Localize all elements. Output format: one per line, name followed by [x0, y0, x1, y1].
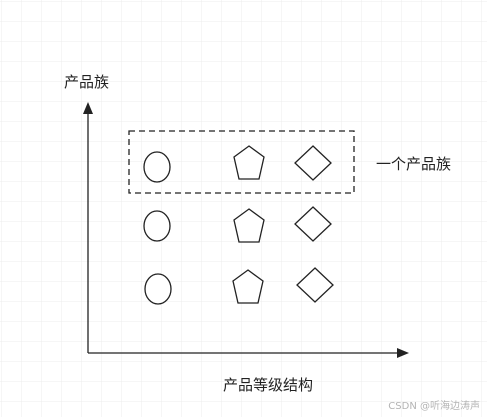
shape-row-2 — [143, 206, 332, 243]
ellipse-shape — [143, 210, 171, 242]
product-family-label: 一个产品族 — [376, 155, 451, 173]
diamond-shape — [296, 267, 334, 303]
shape-row-1 — [143, 145, 332, 183]
pentagon-shape — [233, 208, 265, 243]
diamond-shape — [294, 206, 332, 242]
pentagon-shape — [233, 145, 265, 180]
y-axis-label: 产品族 — [64, 73, 109, 91]
ellipse-shape — [143, 151, 171, 183]
ellipse-shape — [144, 273, 172, 305]
y-axis-arrowhead — [83, 102, 93, 114]
watermark: CSDN @听海边涛声 — [388, 399, 480, 412]
x-axis — [88, 348, 409, 358]
y-axis — [83, 102, 93, 353]
shape-row-3 — [144, 267, 334, 305]
x-axis-arrowhead — [397, 348, 409, 358]
diamond-shape — [294, 145, 332, 181]
x-axis-label: 产品等级结构 — [223, 376, 313, 394]
pentagon-shape — [232, 269, 264, 304]
product-family-dashed-box — [128, 130, 355, 194]
